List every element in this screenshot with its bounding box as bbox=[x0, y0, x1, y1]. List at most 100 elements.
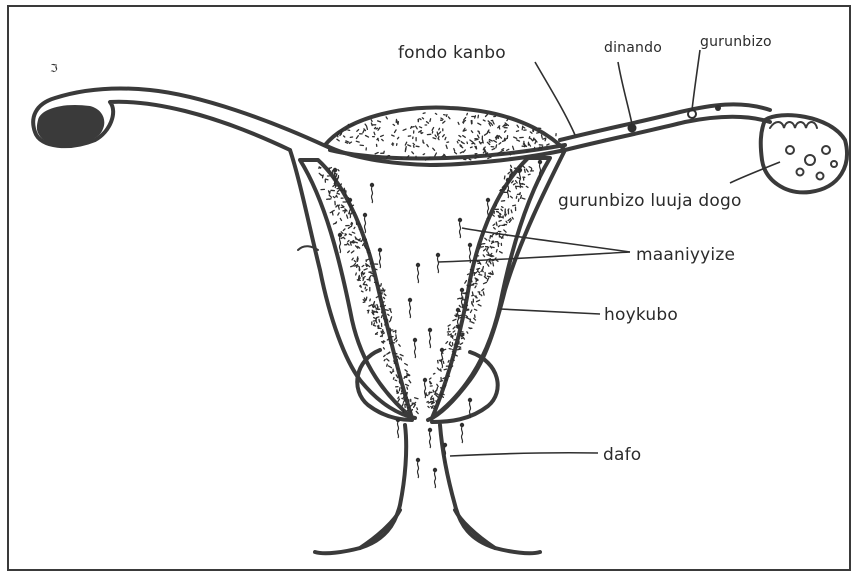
stipple-mark bbox=[412, 152, 414, 154]
stipple-mark bbox=[423, 154, 424, 155]
stipple-mark bbox=[403, 129, 406, 130]
stipple-mark bbox=[394, 353, 397, 354]
stipple-mark bbox=[381, 336, 383, 337]
stipple-mark bbox=[427, 145, 428, 147]
stipple-mark bbox=[433, 399, 434, 401]
stipple-mark bbox=[378, 289, 379, 290]
stipple-mark bbox=[470, 270, 473, 271]
stipple-mark bbox=[343, 229, 345, 231]
stipple-mark bbox=[492, 149, 495, 150]
stipple-mark bbox=[516, 186, 517, 188]
label-dafo: dafo bbox=[603, 445, 641, 465]
sperm-head bbox=[370, 183, 374, 187]
sperm-head bbox=[468, 398, 472, 402]
stipple-mark bbox=[502, 207, 503, 208]
sperm-head bbox=[486, 198, 490, 202]
stipple-mark bbox=[389, 366, 392, 368]
stipple-mark bbox=[529, 167, 531, 168]
stipple-mark bbox=[481, 247, 483, 248]
stipple-mark bbox=[483, 234, 484, 236]
stipple-mark bbox=[347, 215, 348, 218]
stipple-mark bbox=[448, 117, 450, 119]
sperm-head bbox=[538, 160, 542, 164]
stipple-mark bbox=[466, 316, 467, 317]
stipple-mark bbox=[319, 168, 321, 169]
sperm-head bbox=[440, 348, 444, 352]
stipple-mark bbox=[436, 401, 437, 403]
stipple-mark bbox=[341, 129, 343, 130]
stipple-mark bbox=[529, 137, 530, 139]
stipple-mark bbox=[471, 147, 473, 148]
stipple-mark bbox=[378, 128, 380, 131]
stipple-mark bbox=[446, 342, 448, 344]
stipple-mark bbox=[506, 221, 507, 223]
stipple-mark bbox=[453, 319, 456, 320]
stipple-mark bbox=[377, 305, 378, 307]
stipple-mark bbox=[432, 401, 434, 402]
stipple-mark bbox=[416, 146, 419, 147]
stipple-mark bbox=[491, 247, 494, 248]
sperm-tail bbox=[397, 422, 398, 438]
stipple-mark bbox=[387, 364, 388, 366]
stipple-mark bbox=[526, 151, 529, 152]
stipple-mark bbox=[407, 410, 408, 411]
sperm-tail bbox=[459, 222, 460, 238]
stipple-mark bbox=[344, 188, 345, 191]
leader-fondo-kanbo bbox=[535, 62, 575, 135]
sperm-tail bbox=[429, 332, 430, 348]
stipple-mark bbox=[375, 127, 376, 128]
stipple-mark bbox=[357, 130, 359, 132]
sperm-head bbox=[416, 263, 420, 267]
sperm-head bbox=[436, 253, 440, 257]
sperm-tail bbox=[429, 432, 430, 448]
stipple-mark bbox=[481, 295, 482, 296]
stipple-mark bbox=[458, 298, 460, 299]
stipple-mark bbox=[382, 139, 384, 140]
stipple-mark bbox=[513, 153, 514, 154]
stipple-mark bbox=[487, 255, 490, 256]
stipple-mark bbox=[351, 212, 352, 214]
stipple-mark bbox=[437, 384, 438, 386]
stipple-mark bbox=[375, 269, 377, 270]
stipple-mark bbox=[526, 169, 528, 172]
stipple-mark bbox=[392, 135, 394, 136]
stipple-mark bbox=[513, 205, 516, 206]
stipple-mark bbox=[503, 141, 506, 142]
sperm-tail bbox=[424, 382, 425, 398]
stipple-mark bbox=[352, 242, 354, 243]
stipple-mark bbox=[381, 284, 382, 286]
stipple-mark bbox=[363, 282, 365, 285]
stipple-mark bbox=[388, 314, 389, 315]
stipple-mark bbox=[378, 121, 381, 122]
sperm-tail bbox=[364, 217, 365, 233]
stipple-mark bbox=[427, 401, 428, 402]
stipple-mark bbox=[447, 376, 449, 377]
stipple-mark bbox=[475, 283, 477, 284]
stipple-mark bbox=[401, 358, 402, 360]
stipple-mark bbox=[466, 304, 467, 305]
stipple-mark bbox=[530, 132, 532, 133]
sperm-tail bbox=[487, 202, 488, 218]
stipple-mark bbox=[485, 238, 487, 240]
stipple-mark bbox=[472, 295, 474, 296]
leader-maaniyyize-2 bbox=[438, 252, 630, 262]
stipple-mark bbox=[517, 171, 519, 172]
stipple-mark bbox=[437, 368, 439, 370]
stipple-mark bbox=[508, 172, 510, 174]
stipple-mark bbox=[363, 237, 364, 239]
stipple-mark bbox=[366, 136, 369, 138]
stipple-mark bbox=[450, 334, 452, 335]
stipple-mark bbox=[487, 276, 490, 277]
stipple-mark bbox=[384, 294, 386, 296]
stipple-mark bbox=[479, 275, 482, 276]
stipple-mark bbox=[467, 332, 468, 333]
stipple-mark bbox=[409, 380, 411, 383]
stipple-mark bbox=[384, 297, 385, 298]
stipple-mark bbox=[486, 261, 487, 263]
stipple-mark bbox=[475, 286, 476, 288]
stipple-mark bbox=[350, 242, 351, 245]
stipple-mark bbox=[414, 405, 416, 408]
stipple-mark bbox=[339, 206, 340, 209]
right-uterine-wall bbox=[432, 158, 550, 418]
stipple-mark bbox=[531, 138, 533, 140]
